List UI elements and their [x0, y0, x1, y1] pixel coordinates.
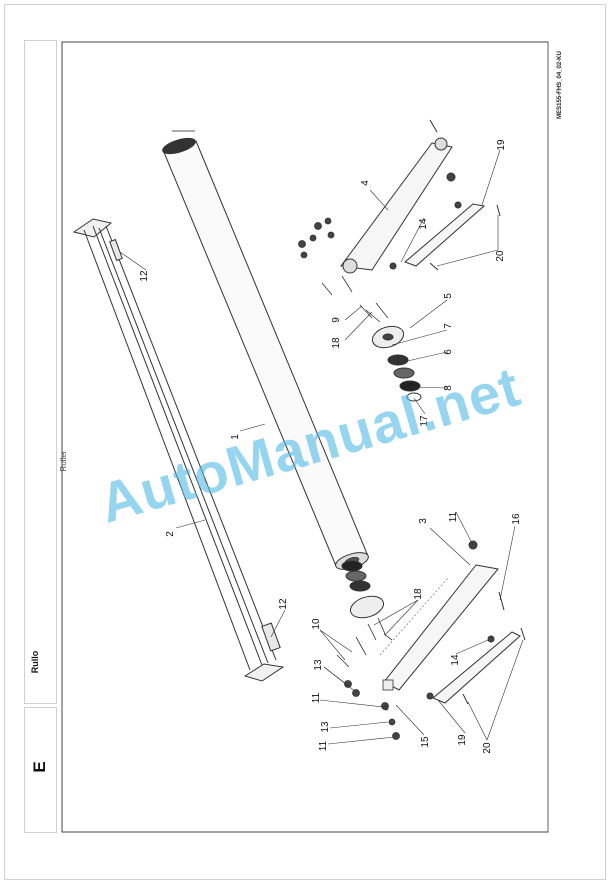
callout-c9: 9	[331, 317, 342, 323]
upper-hardware	[298, 217, 389, 323]
leader-lines	[119, 149, 524, 745]
callout-c14b: 14	[450, 654, 461, 666]
callout-c12b: 12	[278, 598, 289, 610]
upper-arm-part-4	[340, 119, 462, 274]
callout-c14a: 14	[418, 218, 429, 230]
lower-hardware	[336, 617, 400, 740]
callout-c11c: 11	[318, 740, 329, 752]
page-frame	[4, 4, 606, 880]
callout-c19b: 19	[457, 734, 468, 746]
callout-c20a: 20	[495, 250, 506, 262]
section-tab	[24, 707, 57, 833]
callout-c7: 7	[443, 323, 454, 329]
callout-c11b: 11	[311, 692, 322, 704]
lower-bearing-assembly	[341, 560, 385, 619]
callout-c13b: 13	[320, 721, 331, 733]
callout-c5: 5	[443, 293, 454, 299]
callout-c6: 6	[443, 349, 454, 355]
frame-bar-part-2	[72, 218, 285, 682]
upper-bearing-assembly	[371, 325, 422, 402]
callout-c2: 2	[165, 531, 176, 537]
callout-c12a: 12	[139, 270, 150, 282]
callout-c11a: 11	[448, 511, 459, 523]
callout-c19a: 19	[496, 139, 507, 151]
callout-c15: 15	[420, 736, 431, 748]
callout-c10: 10	[311, 618, 322, 630]
upper-link-part-19	[389, 203, 501, 271]
title-tab	[24, 40, 57, 704]
callout-c13a: 13	[313, 659, 324, 671]
callout-c18b: 18	[413, 588, 424, 600]
callout-c4: 4	[360, 180, 371, 186]
callout-c20b: 20	[482, 742, 493, 754]
lower-link-part-19	[426, 627, 526, 705]
callout-c16: 16	[511, 513, 522, 525]
lower-arm-part-3	[379, 540, 505, 691]
callout-c18a: 18	[331, 337, 342, 349]
callout-c3: 3	[418, 518, 429, 524]
